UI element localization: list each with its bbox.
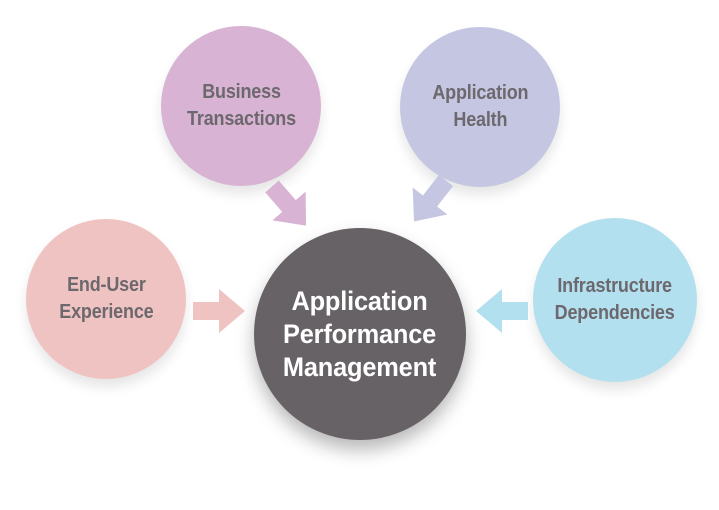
node-business-transactions: Business Transactions: [161, 26, 321, 186]
label-line: Application: [291, 285, 429, 316]
node-infrastructure-dependencies-label: Infrastructure Dependencies: [555, 273, 675, 327]
label-line: Experience: [58, 301, 154, 323]
node-end-user-experience: End-User Experience: [26, 219, 186, 379]
node-infrastructure-dependencies: Infrastructure Dependencies: [533, 218, 697, 382]
label-line: Application: [431, 82, 529, 104]
label-line: Health: [453, 109, 507, 131]
label-line: Management: [283, 351, 437, 382]
arrow-health-to-center-icon: [412, 174, 454, 222]
label-line: Performance: [283, 318, 437, 349]
node-application-health: Application Health: [400, 27, 560, 187]
node-application-health-label: Application Health: [432, 80, 528, 134]
arrow-enduser-to-center-icon: [193, 289, 245, 333]
node-application-performance-management-label: Application Performance Management: [283, 285, 436, 384]
label-line: Infrastructure: [557, 275, 673, 297]
label-line: End-User: [66, 274, 146, 296]
node-end-user-experience-label: End-User Experience: [59, 272, 153, 326]
arrow-business-to-center-icon: [265, 180, 307, 226]
node-business-transactions-label: Business Transactions: [187, 79, 296, 133]
label-line: Transactions: [186, 108, 296, 130]
node-application-performance-management: Application Performance Management: [254, 228, 466, 440]
arrow-infrastructure-to-center-icon: [476, 289, 528, 333]
label-line: Dependencies: [555, 302, 675, 324]
label-line: Business: [201, 81, 281, 103]
